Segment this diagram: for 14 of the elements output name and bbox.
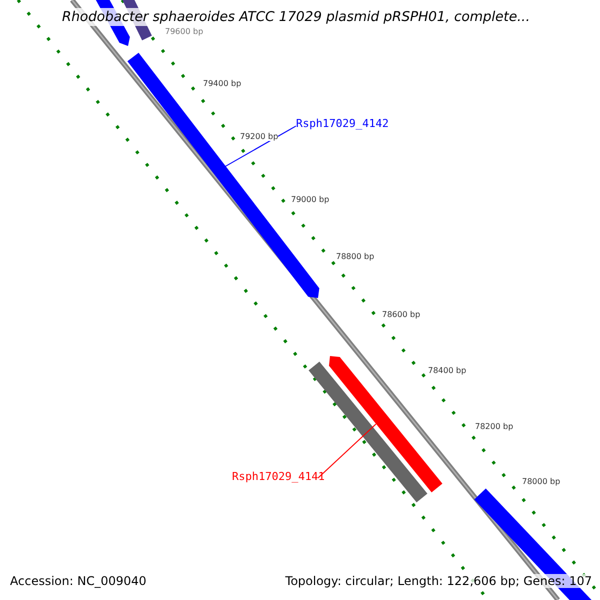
scale-label: 79000 bp — [291, 195, 330, 204]
accession-text: Accession: NC_009040 — [10, 574, 146, 588]
scale-label: 78000 bp — [522, 477, 560, 486]
scale-label: 78400 bp — [428, 366, 466, 375]
scale-label: 79600 bp — [165, 27, 204, 36]
leader-line — [318, 424, 376, 478]
scale-label: 78600 bp — [382, 310, 420, 319]
genome-summary-text: Topology: circular; Length: 122,606 bp; Genes: 107 — [285, 574, 592, 588]
scale-label: 79200 bp — [240, 132, 278, 141]
gene-label: Rsph17029_4141 — [232, 470, 325, 483]
scale-label: 78800 bp — [336, 252, 374, 261]
gene-label: Rsph17029_4142 — [296, 117, 389, 130]
scale-label: 79400 bp — [203, 79, 242, 88]
scale-label: 78200 bp — [475, 422, 514, 431]
